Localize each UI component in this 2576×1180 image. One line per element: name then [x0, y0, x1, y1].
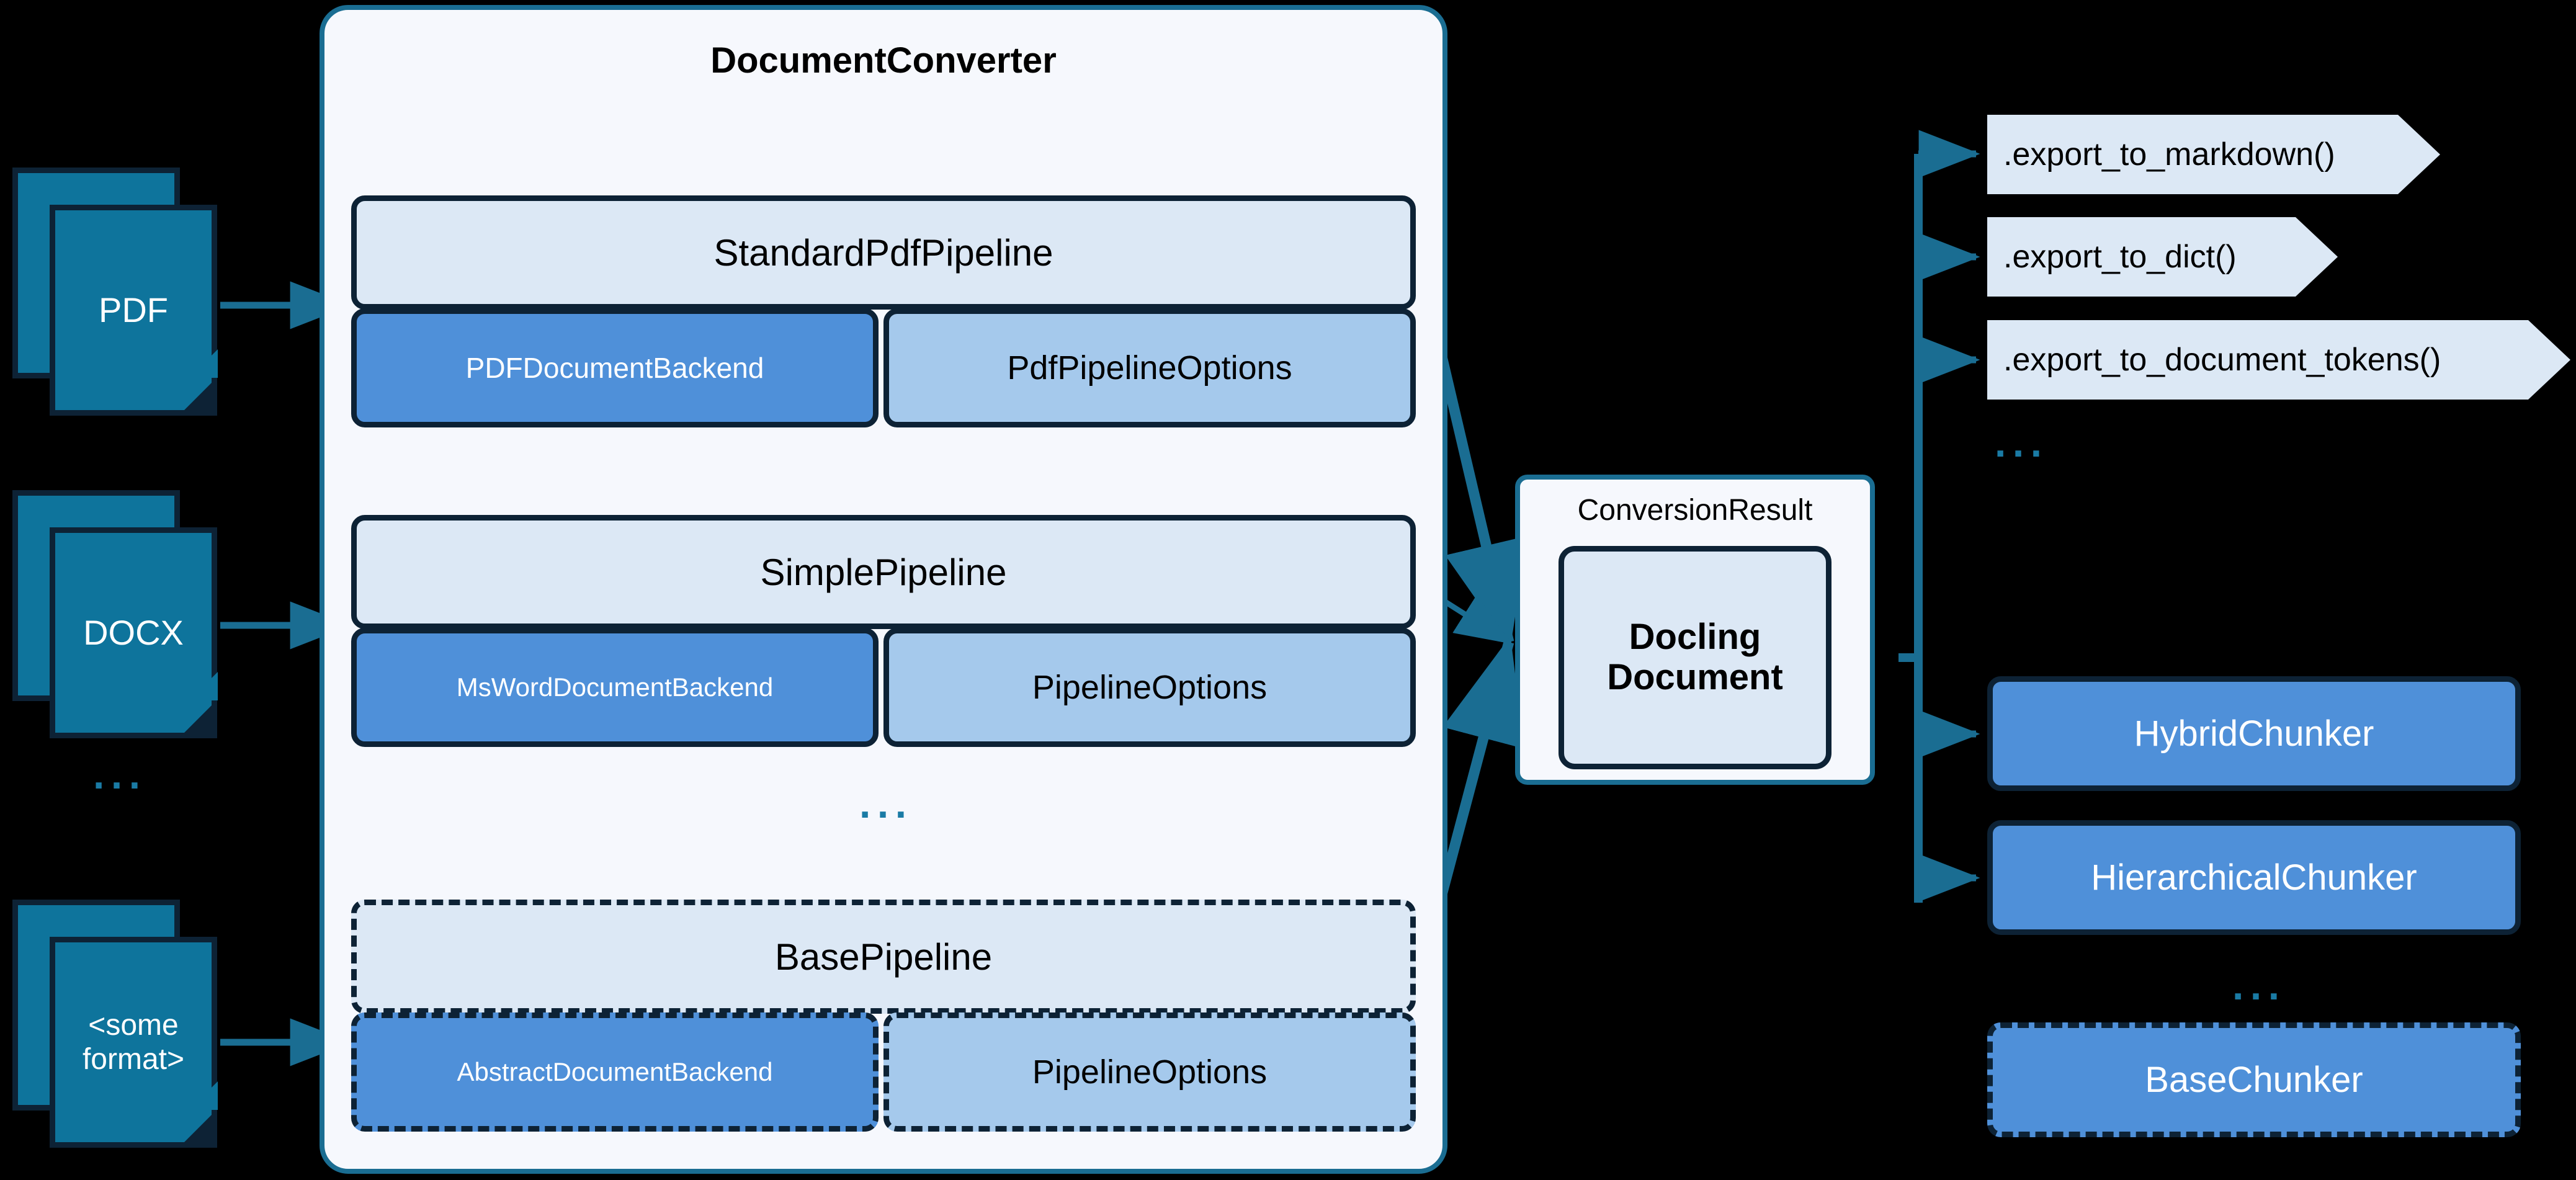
pipeline-label: BasePipeline	[774, 936, 993, 978]
inputs-ellipsis: ...	[93, 751, 147, 797]
options-pipeline-simple[interactable]: PipelineOptions	[883, 628, 1416, 747]
export-label: .export_to_document_tokens()	[2003, 342, 2441, 378]
doc-front-sheet: DOCX	[50, 527, 218, 738]
chunker-hybrid[interactable]: HybridChunker	[1987, 676, 2521, 791]
exports-ellipsis: ...	[1995, 419, 2049, 465]
backend-label: MsWordDocumentBackend	[456, 673, 774, 702]
export-dict-arrow[interactable]: .export_to_dict()	[1987, 217, 2338, 297]
input-doc-label: DOCX	[83, 612, 184, 652]
docling-document-box[interactable]: Docling Document	[1559, 546, 1831, 769]
input-doc-label: PDF	[99, 290, 168, 329]
pipeline-base[interactable]: BasePipeline	[351, 900, 1416, 1014]
chunker-label: HybridChunker	[2134, 713, 2374, 754]
export-document-tokens-arrow[interactable]: .export_to_document_tokens()	[1987, 320, 2570, 400]
options-label: PipelineOptions	[1032, 1053, 1268, 1091]
document-converter-title: DocumentConverter	[710, 40, 1057, 81]
backend-msword-document[interactable]: MsWordDocumentBackend	[351, 628, 879, 747]
chunker-hierarchical[interactable]: HierarchicalChunker	[1987, 820, 2521, 935]
chunker-label: HierarchicalChunker	[2091, 857, 2417, 898]
pipeline-label: SimplePipeline	[760, 551, 1007, 593]
page-fold-icon	[179, 672, 218, 738]
backend-label: AbstractDocumentBackend	[457, 1057, 773, 1086]
backend-pdf-document[interactable]: PDFDocumentBackend	[351, 308, 879, 427]
docling-document-label: Docling Document	[1607, 617, 1783, 697]
pipeline-standard-pdf[interactable]: StandardPdfPipeline	[351, 195, 1416, 310]
input-doc-docx[interactable]: DOCX	[12, 490, 223, 738]
pipeline-label: StandardPdfPipeline	[713, 231, 1053, 274]
input-doc-pdf[interactable]: PDF	[12, 168, 223, 416]
page-fold-icon	[179, 349, 218, 416]
backend-abstract-document[interactable]: AbstractDocumentBackend	[351, 1012, 879, 1132]
pipeline-simple[interactable]: SimplePipeline	[351, 515, 1416, 629]
backend-label: PDFDocumentBackend	[465, 352, 764, 384]
export-label: .export_to_markdown()	[2003, 136, 2335, 172]
doc-front-sheet: <some format>	[50, 937, 218, 1148]
conversion-result-label: ConversionResult	[1577, 494, 1813, 527]
options-pipeline-base[interactable]: PipelineOptions	[883, 1012, 1416, 1132]
export-label: .export_to_dict()	[2003, 239, 2237, 275]
options-label: PdfPipelineOptions	[1007, 349, 1292, 387]
doc-front-sheet: PDF	[50, 205, 218, 416]
chunkers-ellipsis: ...	[2232, 962, 2286, 1008]
page-fold-icon	[179, 1081, 218, 1148]
input-doc-some-format[interactable]: <some format>	[12, 900, 223, 1148]
chunker-base[interactable]: BaseChunker	[1987, 1022, 2521, 1137]
chunker-label: BaseChunker	[2145, 1060, 2363, 1100]
export-markdown-arrow[interactable]: .export_to_markdown()	[1987, 115, 2440, 194]
options-pdf-pipeline[interactable]: PdfPipelineOptions	[883, 308, 1416, 427]
converter-ellipsis: ...	[859, 780, 913, 826]
options-label: PipelineOptions	[1032, 669, 1268, 706]
input-doc-label: <some format>	[82, 1008, 185, 1076]
